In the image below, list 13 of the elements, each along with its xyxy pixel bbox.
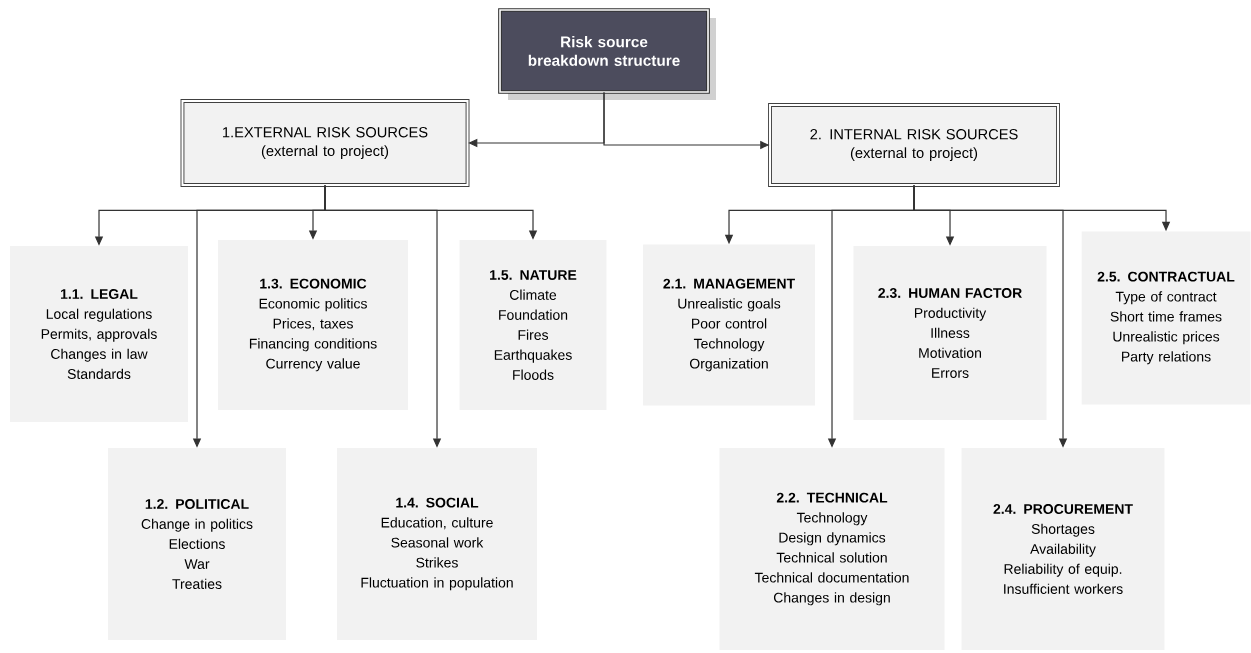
title-box: Risk source breakdown structure: [498, 8, 710, 94]
category-box: 1.EXTERNAL RISK SOURCES (external to project): [180, 99, 470, 187]
risk-source-box: 1.2. POLITICAL Change in politics Elections War Treaties: [108, 448, 286, 640]
risk-source-box: 2.3. HUMAN FACTOR Productivity Illness Motivation Errors: [853, 246, 1047, 420]
risk-source-box: 1.5. NATURE Climate Foundation Fires Earthquakes Floods: [459, 240, 607, 410]
risk-source-box: 1.3. ECONOMIC Economic politics Prices, taxes Financing conditions Currency value: [218, 240, 408, 410]
risk-source-box: 2.1. MANAGEMENT Unrealistic goals Poor control Technology Organization: [643, 244, 815, 406]
category-box: 2. INTERNAL RISK SOURCES (external to project): [768, 103, 1060, 187]
risk-source-box: 1.1. LEGAL Local regulations Permits, approvals Changes in law Standards: [10, 246, 188, 422]
risk-source-box: 1.4. SOCIAL Education, culture Seasonal work Strikes Fluctuation in population: [337, 448, 537, 640]
risk-source-box: 2.5. CONTRACTUAL Type of contract Short time frames Unrealistic prices Party relations: [1081, 231, 1251, 405]
risk-source-box: 2.4. PROCUREMENT Shortages Availability Reliability of equip. Insufficient workers: [961, 448, 1165, 650]
risk-source-box: 2.2. TECHNICAL Technology Design dynamics Technical solution Technical documentation Changes in design: [719, 448, 945, 650]
